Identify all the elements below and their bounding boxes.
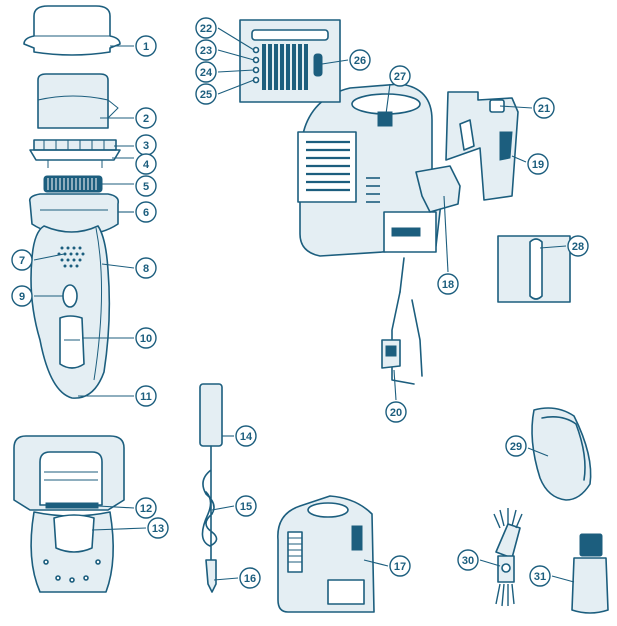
callout-26: 26	[349, 49, 371, 71]
svg-text:1: 1	[143, 41, 149, 53]
svg-text:2: 2	[143, 113, 149, 125]
callout-23: 23	[195, 39, 217, 61]
svg-text:20: 20	[390, 407, 402, 419]
svg-text:10: 10	[140, 333, 152, 345]
oil-bottle-illustration	[571, 533, 609, 614]
svg-text:16: 16	[244, 573, 256, 585]
callout-3: 3	[135, 134, 157, 156]
svg-text:29: 29	[510, 441, 522, 453]
outer-foil-frame-illustration	[37, 73, 119, 129]
callout-2: 2	[135, 107, 157, 129]
callout-12: 12	[135, 497, 157, 519]
callout-7: 7	[11, 249, 33, 271]
shaver-body-illustration	[28, 193, 120, 399]
ac-adaptor-illustration	[199, 383, 223, 593]
callout-9: 9	[11, 285, 33, 307]
shaver-head-closeup-illustration	[13, 435, 125, 593]
callout-16: 16	[239, 567, 261, 589]
svg-text:13: 13	[152, 523, 164, 535]
svg-text:3: 3	[143, 140, 149, 152]
svg-text:18: 18	[442, 279, 454, 291]
callout-6: 6	[135, 201, 157, 223]
main-station-illustration	[297, 83, 571, 385]
callout-4: 4	[135, 153, 157, 175]
leader-lines	[33, 27, 575, 583]
svg-text:17: 17	[394, 561, 406, 573]
svg-text:30: 30	[462, 555, 474, 567]
callout-28: 28	[567, 235, 589, 257]
callout-11: 11	[135, 385, 157, 407]
callout-25: 25	[195, 83, 217, 105]
cleaning-brush-illustration	[493, 508, 523, 607]
callout-30: 30	[457, 549, 479, 571]
svg-text:24: 24	[200, 67, 213, 79]
cleaning-station-illustration	[277, 495, 375, 613]
callout-8: 8	[135, 257, 157, 279]
control-panel-illustration	[239, 19, 341, 103]
callout-14: 14	[235, 425, 257, 447]
callout-17: 17	[389, 555, 411, 577]
svg-text:28: 28	[572, 241, 584, 253]
svg-text:22: 22	[200, 23, 212, 35]
svg-text:23: 23	[200, 45, 212, 57]
callout-13: 13	[147, 517, 169, 539]
callout-1: 1	[135, 35, 157, 57]
svg-text:15: 15	[240, 501, 252, 513]
svg-text:7: 7	[19, 255, 25, 267]
callout-10: 10	[135, 327, 157, 349]
callout-5: 5	[135, 175, 157, 197]
pouch-illustration	[531, 407, 592, 501]
svg-text:14: 14	[240, 431, 253, 443]
svg-text:26: 26	[354, 55, 366, 67]
callout-29: 29	[505, 435, 527, 457]
callout-21: 21	[533, 97, 555, 119]
svg-text:12: 12	[140, 503, 152, 515]
svg-text:27: 27	[394, 71, 406, 83]
svg-text:19: 19	[532, 159, 544, 171]
svg-text:9: 9	[19, 291, 25, 303]
callout-24: 24	[195, 61, 217, 83]
protective-cap-illustration	[23, 5, 121, 56]
callout-15: 15	[235, 495, 257, 517]
svg-text:11: 11	[140, 391, 152, 403]
callout-18: 18	[437, 273, 459, 295]
svg-text:25: 25	[200, 89, 212, 101]
svg-text:31: 31	[534, 571, 546, 583]
svg-text:6: 6	[143, 207, 149, 219]
callout-27: 27	[389, 65, 411, 87]
svg-text:8: 8	[143, 263, 149, 275]
svg-text:21: 21	[538, 103, 550, 115]
rotating-blade-illustration	[43, 175, 103, 193]
svg-text:5: 5	[143, 181, 149, 193]
callout-31: 31	[529, 565, 551, 587]
svg-text:4: 4	[143, 159, 150, 171]
callout-20: 20	[385, 401, 407, 423]
inner-blades-illustration	[29, 139, 121, 168]
callout-19: 19	[527, 153, 549, 175]
callout-22: 22	[195, 17, 217, 39]
